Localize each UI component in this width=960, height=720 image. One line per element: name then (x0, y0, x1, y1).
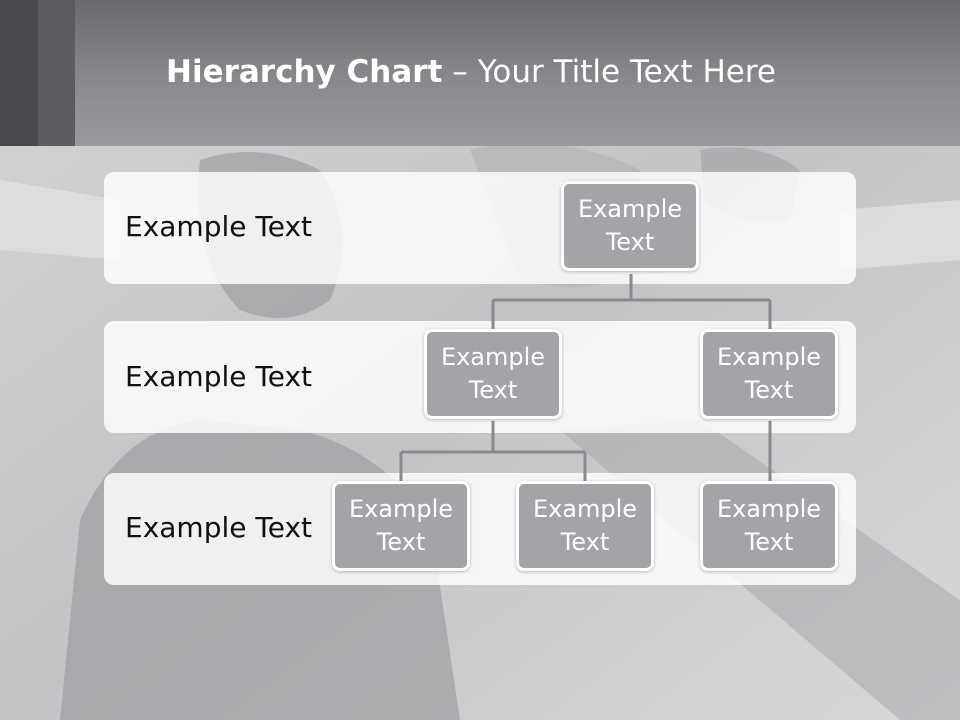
title-bar: Hierarchy Chart – Your Title Text Here (0, 0, 960, 146)
connector-left (399, 421, 587, 481)
row-band-1 (104, 172, 856, 284)
node-level3-c[interactable]: Example Text (700, 481, 838, 571)
connector-root (491, 274, 772, 329)
node-level2-left[interactable]: Example Text (424, 329, 562, 419)
node-text-line1: Example (577, 195, 683, 223)
row-label-3[interactable]: Example Text (125, 511, 313, 544)
node-root[interactable]: Example Text (561, 181, 699, 271)
node-level2-right[interactable]: Example Text (700, 329, 838, 419)
node-level3-a[interactable]: Example Text (332, 481, 470, 571)
node-text-line2: Text (744, 528, 794, 556)
title-accent-strip (38, 0, 75, 146)
node-text-line1: Example (716, 495, 822, 523)
node-text-line1: Example (532, 495, 638, 523)
node-text-line1: Example (348, 495, 454, 523)
title-rest: – Your Title Text Here (442, 54, 776, 90)
node-text-line2: Text (605, 228, 655, 256)
node-text-line1: Example (716, 343, 822, 371)
title-bold: Hierarchy Chart (166, 54, 443, 90)
node-level3-b[interactable]: Example Text (516, 481, 654, 571)
node-text-line2: Text (744, 376, 794, 404)
node-text-line1: Example (440, 343, 546, 371)
node-text-line2: Text (376, 528, 426, 556)
node-text-line2: Text (560, 528, 610, 556)
slide-title[interactable]: Hierarchy Chart – Your Title Text Here (166, 54, 776, 90)
row-label-1[interactable]: Example Text (125, 210, 313, 243)
row-label-2[interactable]: Example Text (125, 360, 313, 393)
title-accent-strip (0, 0, 38, 146)
node-text-line2: Text (468, 376, 518, 404)
